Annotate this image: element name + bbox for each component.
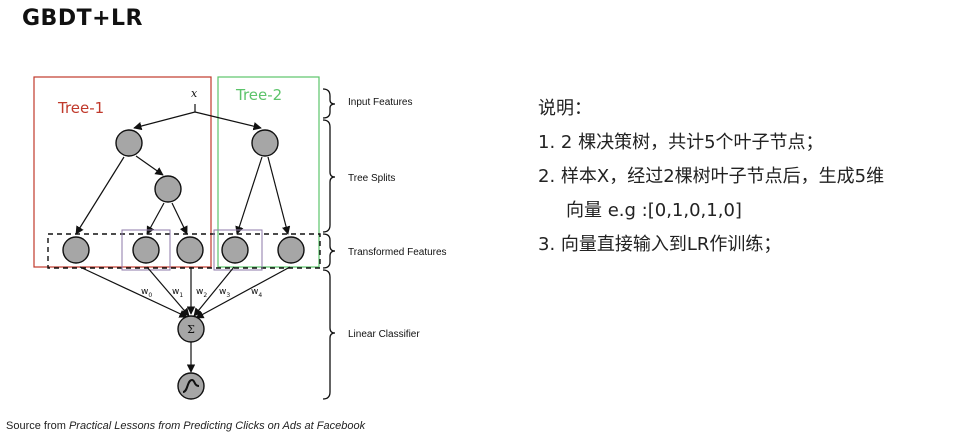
weight-w2: w2 [196,287,207,299]
edge [75,156,125,235]
stage-label-splits: Tree Splits [348,173,395,184]
source-prefix: Source from [6,420,69,432]
notes-heading: 说明： [538,98,592,119]
brace-classifier [322,269,336,400]
weight-w0: w0 [141,287,152,299]
source-citation: Source from Practical Lessons from Predi… [6,420,365,432]
brace-splits [322,119,336,233]
tree2-label: Tree-2 [235,86,282,104]
edge [146,202,165,235]
tree1-label: Tree-1 [57,99,104,117]
tree1-internal-node [154,175,182,203]
notes-item-2: 2. 样本X，经过2棵树叶子节点后，生成5维 [538,166,885,187]
stage-label-transformed: Transformed Features [348,247,447,258]
leaf-node-2 [132,236,160,264]
leaf-node-1 [62,236,90,264]
edge-input-tree2 [194,111,262,131]
edge-leaf-sum [146,266,190,317]
edge-leaf-sum [193,266,235,317]
notes-item-2-cont: 向量 e.g :[0,1,0,1,0] [566,200,742,221]
edge [235,156,263,235]
notes-item-3: 3. 向量直接输入到LR作训练； [538,234,782,255]
edge [135,155,164,176]
sigmoid-node [177,372,205,400]
active-leaf-box-2 [213,229,263,271]
transformed-features-box [47,233,321,269]
sum-symbol: Σ [187,323,195,336]
sigmoid-icon [182,378,200,393]
tree1-root-node [115,129,143,157]
edge-input-tree1 [133,104,196,131]
weight-w4: w4 [251,287,262,299]
edge-leaf-sum [195,266,291,319]
tree2-box [217,76,320,268]
leaf-node-4 [221,236,249,264]
input-symbol: x [191,87,198,100]
brace-transformed [322,233,336,269]
edge [267,156,291,235]
brace-input [322,88,336,119]
tree2-root-node [251,129,279,157]
stage-label-classifier: Linear Classifier [348,329,420,340]
active-leaf-box-1 [121,229,171,271]
leaf-node-5 [277,236,305,264]
leaf-node-3 [176,236,204,264]
stage-label-input: Input Features [348,97,412,108]
notes-item-1: 1. 2 棵决策树，共计5个叶子节点； [538,132,824,153]
weight-w3: w3 [219,287,230,299]
weight-w1: w1 [172,287,183,299]
page-title: GBDT+LR [22,6,143,31]
edge [171,202,188,235]
edge-leaf-sum [79,266,188,318]
source-paper-title: Practical Lessons from Predicting Clicks… [68,420,366,432]
explanation-notes: 说明： 1. 2 棵决策树，共计5个叶子节点； 2. 样本X，经过2棵树叶子节点… [538,92,948,262]
